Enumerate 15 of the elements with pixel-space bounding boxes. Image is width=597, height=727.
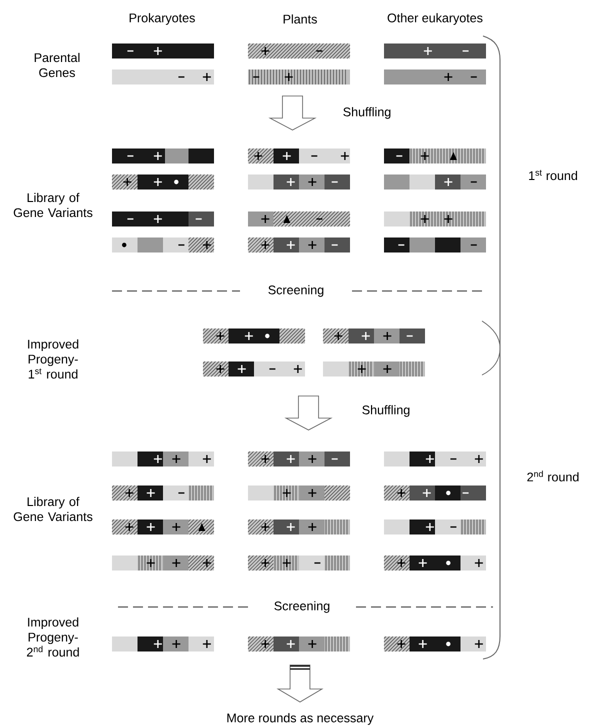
label: Screening [274,601,330,613]
label: 1$^{st}$ round [529,170,578,180]
label: Library of Gene Variants [14,496,92,522]
label: 2$^{nd}$ round [527,470,578,482]
label: More rounds as necessary [227,713,374,725]
label: Screening [268,285,324,297]
label: Other eukaryotes [388,13,482,25]
label: Library of Gene Variants [14,192,92,218]
label: Improved Progeny- 2$^{nd}$ round [26,617,79,657]
label: Shuffling [362,405,410,417]
label: Prokaryotes [130,13,195,25]
label: Shuffling [343,107,390,119]
label: Parental Genes [34,52,80,78]
label: Improved Progeny- 1$^{st}$ round [28,339,78,379]
label: Plants [284,14,317,24]
